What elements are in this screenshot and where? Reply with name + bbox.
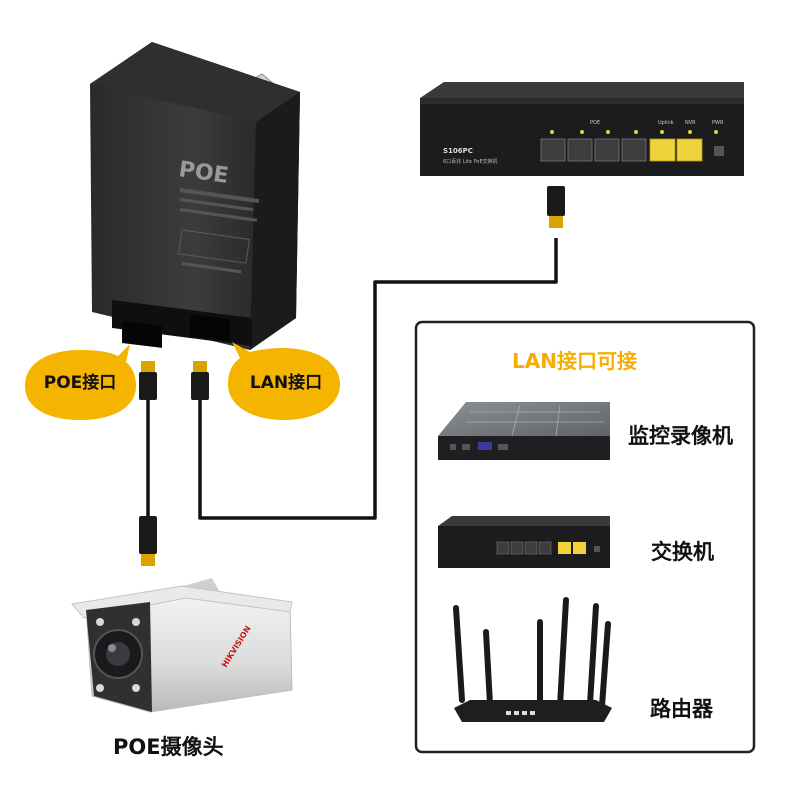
rj45-plug-camera [139,516,157,566]
bubble-lan [228,342,340,420]
switch-model: S106PC [443,147,473,155]
adapter-port-poe [122,320,162,348]
rj45-plug-lan-top [191,361,209,400]
rj45-plug-poe-top [139,361,157,400]
switch-ports-uplink [649,138,703,162]
rj45-plug-switch [547,186,565,228]
panel-title: LAN接口可接 [512,349,637,373]
poe-camera-icon: HIKVISION [71,578,293,713]
switch-subtitle: 6口百兆 Lite PoE交换机 [443,158,498,165]
device-label-nvr: 监控录像机 [628,424,733,448]
device-label-router: 路由器 [650,697,713,721]
poe-port-label: POE接口 [43,373,117,393]
switch-ports-poe [540,138,647,162]
network-switch-icon [438,516,610,568]
cables [146,238,558,520]
switch-group-pwr: PWR [712,120,724,126]
nvr-recorder-icon [438,402,610,460]
lan-cable [198,238,558,520]
wifi-router-icon [453,597,612,722]
adapter-port-lan [190,314,230,342]
poe-adapter: POE [90,42,300,350]
switch-group-poe: POE [590,120,600,126]
device-label-switch: 交换机 [651,540,714,564]
bubble-poe [25,344,136,420]
adapter-label: POE [177,157,260,274]
camera-label: POE摄像头 [113,735,224,759]
switch-group-nvr: NVR [685,120,696,126]
top-poe-switch: S106PC 6口百兆 Lite PoE交换机 POE Uplink NVR P… [420,82,744,176]
lan-port-label: LAN接口 [249,373,323,393]
switch-group-uplink: Uplink [658,120,674,126]
